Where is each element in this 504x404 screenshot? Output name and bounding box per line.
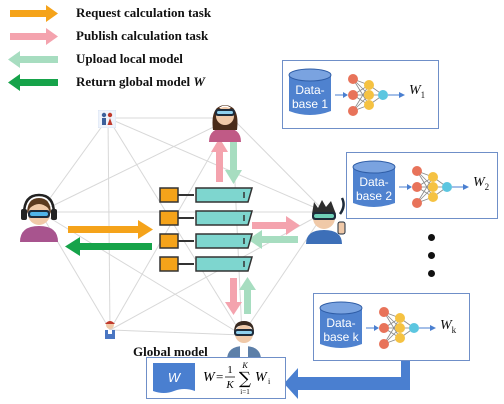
upload-arrow-right (248, 230, 298, 249)
publish-arrow-top (211, 138, 228, 182)
svg-text:∑: ∑ (239, 369, 251, 389)
ellipsis-dot (428, 234, 435, 241)
aggregation-arrow (284, 352, 410, 399)
local-model-label: W2 (473, 175, 490, 192)
legend-label: Return global model W (76, 74, 205, 89)
global-model-title: Global model (133, 344, 208, 359)
neural-network-icon (366, 307, 436, 349)
legend-label: Publish calculation task (76, 28, 209, 43)
legend-request: Request calculation task (4, 3, 211, 23)
request-arrow (68, 220, 153, 239)
legend-publish: Publish calculation task (4, 26, 208, 46)
worker-user-icon (105, 321, 115, 339)
legend-label: Request calculation task (76, 5, 212, 20)
model-document-icon: W (153, 363, 195, 393)
legend-green-arrow-icon (8, 74, 58, 91)
svg-text:i=1: i=1 (240, 388, 250, 396)
neural-network-icon (399, 166, 469, 208)
database-panel-k: Data- base k Wk (313, 293, 470, 361)
database-cylinder-icon: Data- base k (318, 300, 364, 350)
model-doc-symbol: W (168, 370, 182, 385)
vr-user-right-icon (306, 197, 346, 244)
fedavg-formula: W = 1 K K ∑ i=1 W i (203, 361, 271, 396)
svg-text:K: K (241, 361, 248, 370)
svg-text:i: i (268, 377, 271, 386)
legend-return: Return global model W (4, 72, 205, 92)
database-label: Data- base k (323, 316, 359, 344)
vr-user-left-icon (20, 193, 58, 242)
database-cylinder-icon: Data- base 2 (351, 159, 397, 209)
upload-arrow-top (225, 140, 242, 184)
vr-user-top-icon (209, 105, 241, 142)
family-users-icon (98, 110, 116, 128)
publish-arrow-right (252, 216, 300, 235)
ellipsis-dot (428, 252, 435, 259)
legend-orange-arrow-icon (10, 5, 58, 22)
database-cylinder-icon: Data- base 1 (287, 67, 333, 117)
edge-server-icon (159, 187, 253, 272)
database-label: Data- base 2 (355, 175, 393, 203)
svg-text:K: K (225, 379, 234, 391)
legend-light-green-arrow-icon (8, 51, 58, 68)
svg-text:W: W (255, 370, 268, 385)
svg-text:W: W (203, 370, 216, 385)
database-panel-2: Data- base 2 W2 (346, 152, 498, 219)
vr-user-bottom-icon (227, 321, 261, 360)
svg-text:1: 1 (227, 364, 233, 376)
publish-arrow-bottom (225, 278, 242, 315)
return-model-arrow (65, 237, 152, 256)
upload-arrow-bottom (239, 277, 256, 314)
legend-upload: Upload local model (4, 49, 183, 69)
neural-network-icon (335, 74, 405, 116)
global-model-box: W W = 1 K K ∑ i=1 W i (146, 357, 286, 399)
ellipsis-dot (428, 270, 435, 277)
legend-pink-arrow-icon (10, 28, 58, 45)
legend-label: Upload local model (76, 51, 183, 66)
database-label: Data- base 1 (291, 83, 329, 111)
database-panel-1: Data- base 1 W1 (282, 60, 439, 129)
local-model-label: Wk (440, 318, 457, 335)
local-model-label: W1 (409, 83, 426, 100)
svg-text:=: = (216, 369, 223, 384)
